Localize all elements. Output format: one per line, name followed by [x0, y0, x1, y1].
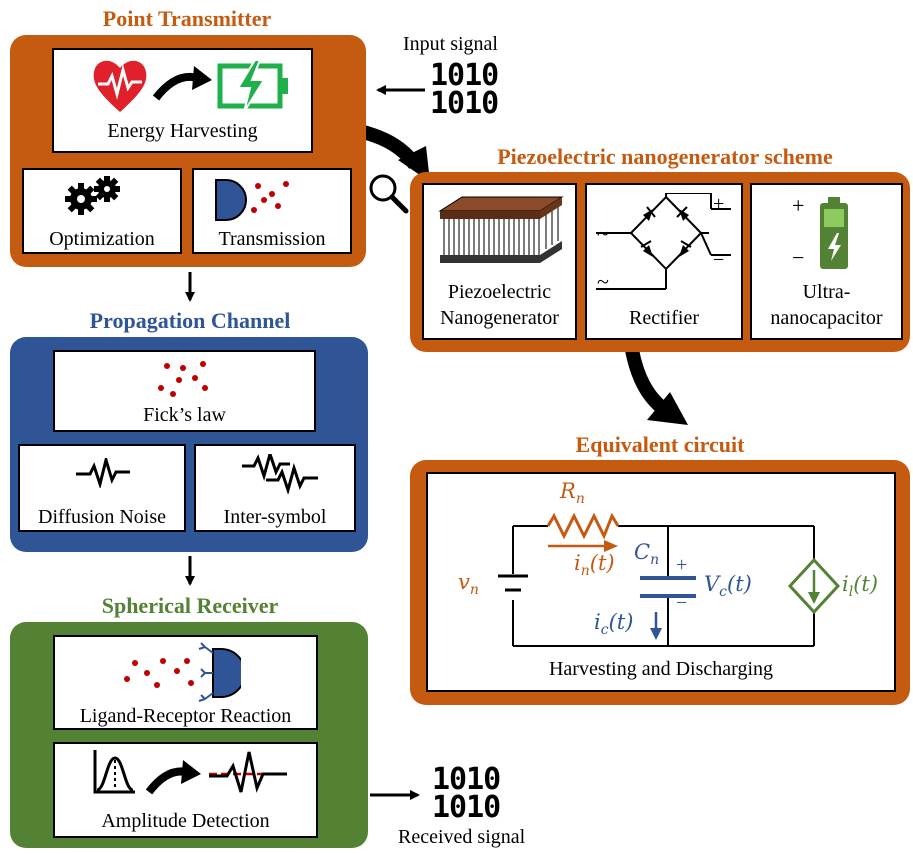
current-in-label: in(t) — [574, 551, 615, 580]
curved-arrow-icon — [152, 66, 212, 101]
gears-icon — [65, 176, 120, 215]
nanocapacitor-box: + − Ultra- nanocapacitor — [750, 183, 903, 340]
rectifier-ac-in-bottom: ~ — [597, 269, 609, 294]
ligand-receptor-icon — [124, 642, 241, 702]
transmitter-title: Point Transmitter — [102, 6, 272, 31]
heart-icon — [93, 60, 147, 112]
inter-symbol-label: Inter-symbol — [223, 506, 327, 528]
load-current-label: il(t) — [842, 572, 879, 601]
rectifier-minus: − — [713, 249, 725, 271]
input-bits-line2: 1010 — [430, 86, 499, 121]
energy-harvesting-icons — [93, 59, 288, 113]
amplitude-label: Amplitude Detection — [101, 810, 270, 832]
ficks-law-box: Fick’s law — [53, 350, 316, 432]
circuit-diagram — [498, 512, 841, 647]
diffusion-noise-box: Diffusion Noise — [18, 444, 186, 532]
battery-icon — [820, 197, 848, 269]
optimization-box: Optimization — [22, 168, 182, 254]
input-bits-line1: 1010 — [430, 58, 499, 93]
nanocapacitor-label-line2: nanocapacitor — [770, 307, 883, 329]
output-bits-line2: 1010 — [432, 790, 501, 825]
resistor-symbol — [546, 512, 620, 540]
amplitude-detection-icon — [93, 750, 287, 795]
molecules-icon — [158, 361, 208, 397]
rectifier-plus: + — [713, 193, 725, 215]
piezo-title: Piezoelectric nanogenerator scheme — [497, 144, 833, 169]
circuit-title: Equivalent circuit — [575, 432, 745, 457]
resistor-label: Rn — [560, 479, 585, 508]
battery-minus: − — [792, 245, 805, 270]
receiver-title: Spherical Receiver — [101, 593, 279, 618]
transmission-box: Transmission — [192, 168, 352, 254]
circuit-box: Rn in(t) vn Cn + − Vc(t) ic(t) il(t) Har… — [426, 472, 896, 692]
circuit-curved-arrow — [625, 348, 688, 425]
ligand-box: Ligand-Receptor Reaction — [53, 635, 318, 730]
detect-arrow-icon — [145, 760, 201, 795]
circuit-caption: Harvesting and Discharging — [548, 658, 774, 680]
output-bits-line1: 1010 — [432, 762, 501, 797]
received-signal-label: Received signal — [398, 826, 526, 848]
amplitude-box: Amplitude Detection — [53, 742, 318, 838]
inter-symbol-box: Inter-symbol — [194, 444, 356, 532]
intersymbol-waveform-icon — [242, 454, 318, 494]
magnifier-icon — [369, 174, 409, 214]
capacitor-plus: + — [676, 554, 688, 576]
noise-waveform-icon — [76, 458, 130, 488]
battery-charging-icon — [217, 59, 288, 113]
ligand-label: Ligand-Receptor Reaction — [79, 705, 292, 727]
battery-plus: + — [792, 193, 805, 218]
diffusion-noise-label: Diffusion Noise — [38, 506, 166, 528]
rectifier-bridge-icon — [596, 193, 731, 290]
input-signal-label: Input signal — [403, 33, 498, 55]
nanogenerator-label-line2: Nanogenerator — [440, 307, 559, 329]
capacitor-voltage-label: Vc(t) — [704, 572, 752, 601]
threshold-waveform-icon — [209, 751, 287, 793]
rectifier-ac-in-top: ~ — [597, 221, 609, 246]
energy-harvesting-box: Energy Harvesting — [52, 48, 313, 153]
source-voltage-label: vn — [458, 570, 479, 599]
nanocapacitor-label-line1: Ultra- — [802, 281, 851, 303]
voltage-source-symbol — [498, 574, 528, 592]
rectifier-label: Rectifier — [629, 307, 699, 329]
capacitor-label: Cn — [634, 540, 660, 569]
optimization-label: Optimization — [49, 228, 155, 250]
nanogenerator-label-line1: Piezoelectric — [447, 281, 552, 303]
energy-harvesting-label: Energy Harvesting — [107, 120, 258, 142]
nanogenerator-icon — [438, 196, 564, 263]
transmitter-emitter-icon — [215, 179, 289, 221]
channel-title: Propagation Channel — [89, 308, 291, 333]
capacitor-minus: − — [676, 592, 688, 614]
capacitor-symbol — [640, 576, 696, 598]
capacitor-current-label: ic(t) — [594, 610, 634, 639]
transmission-label: Transmission — [218, 228, 326, 250]
ficks-law-label: Fick’s law — [143, 404, 226, 426]
pulse-plot-icon — [93, 750, 135, 794]
rectifier-box: + − ~ ~ Rectifier — [585, 183, 743, 340]
nanogenerator-box: Piezoelectric Nanogenerator — [422, 183, 577, 340]
